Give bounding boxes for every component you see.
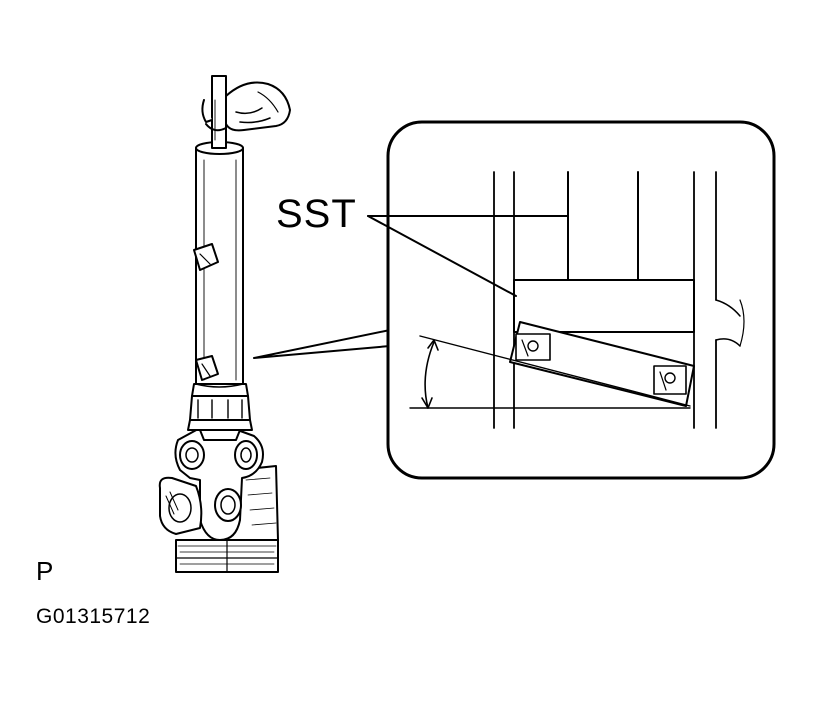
hand [201, 81, 291, 132]
steering-assembly [158, 75, 291, 573]
lower-collar [187, 383, 253, 441]
base-block [175, 465, 279, 573]
view-letter: P [36, 556, 54, 586]
valve-body [158, 427, 264, 541]
shaft [211, 75, 227, 149]
sst-block [513, 279, 695, 333]
figure-code: G01315712 [36, 605, 151, 628]
detail-pointer [253, 329, 391, 359]
sst-leaders [367, 215, 569, 297]
tilted-plate [509, 321, 695, 407]
plate-fitting-right [653, 365, 687, 395]
angle-arc [424, 341, 435, 409]
detail-view [386, 120, 776, 480]
plate-fitting-left [515, 333, 551, 361]
lower-clip [195, 355, 219, 381]
upper-clip [193, 243, 219, 271]
sst-label: SST [276, 192, 357, 236]
